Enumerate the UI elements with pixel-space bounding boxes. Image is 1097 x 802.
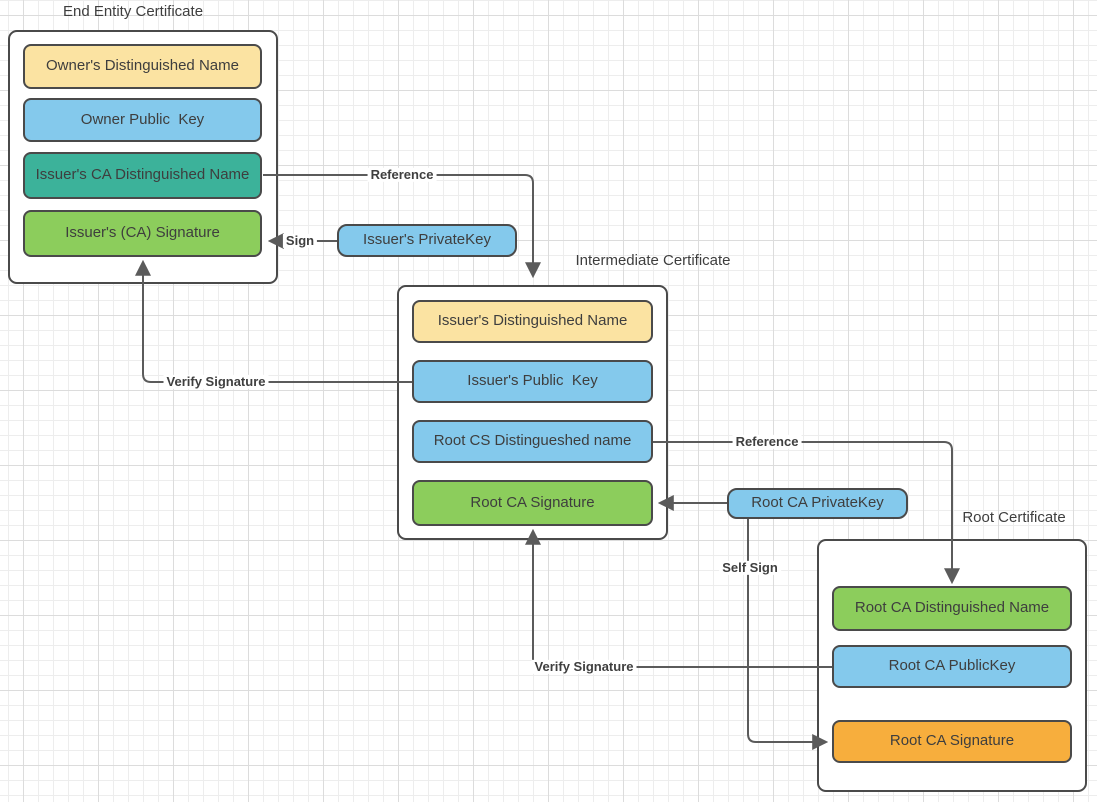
node-owner-distinguished-name: Owner's Distinguished Name — [23, 44, 262, 89]
connector-self-sign — [747, 519, 829, 750]
node-root-ca-distinguished-name: Root CA Distinguished Name — [832, 586, 1072, 631]
end-entity-certificate-title: End Entity Certificate — [62, 3, 204, 20]
label-verify-signature-bottom: Verify Signature — [531, 659, 637, 675]
node-issuer-distinguished-name: Issuer's Distinguished Name — [412, 300, 653, 343]
label-verify-signature-left: Verify Signature — [163, 374, 269, 390]
label-reference-top: Reference — [367, 167, 437, 183]
root-certificate-title: Root Certificate — [962, 509, 1066, 526]
node-issuer-public-key: Issuer's Public Key — [412, 360, 653, 403]
node-root-ca-public-key: Root CA PublicKey — [832, 645, 1072, 688]
label-sign: Sign — [282, 233, 318, 249]
node-root-ca-private-key: Root CA PrivateKey — [727, 488, 908, 519]
node-root-cs-distingueshed-name: Root CS Distingueshed name — [412, 420, 653, 463]
node-owner-public-key: Owner Public Key — [23, 98, 262, 142]
label-self-sign: Self Sign — [719, 560, 781, 576]
label-reference-right: Reference — [732, 434, 802, 450]
node-issuer-ca-signature: Issuer's (CA) Signature — [23, 210, 262, 257]
node-issuers-private-key: Issuer's PrivateKey — [337, 224, 517, 257]
node-root-ca-signature-intermediate: Root CA Signature — [412, 480, 653, 526]
connector-verify-signature-bottom — [525, 528, 832, 668]
node-root-ca-signature-root: Root CA Signature — [832, 720, 1072, 763]
intermediate-certificate-title: Intermediate Certificate — [575, 252, 731, 269]
node-issuer-ca-distinguished-name: Issuer's CA Distinguished Name — [23, 152, 262, 199]
